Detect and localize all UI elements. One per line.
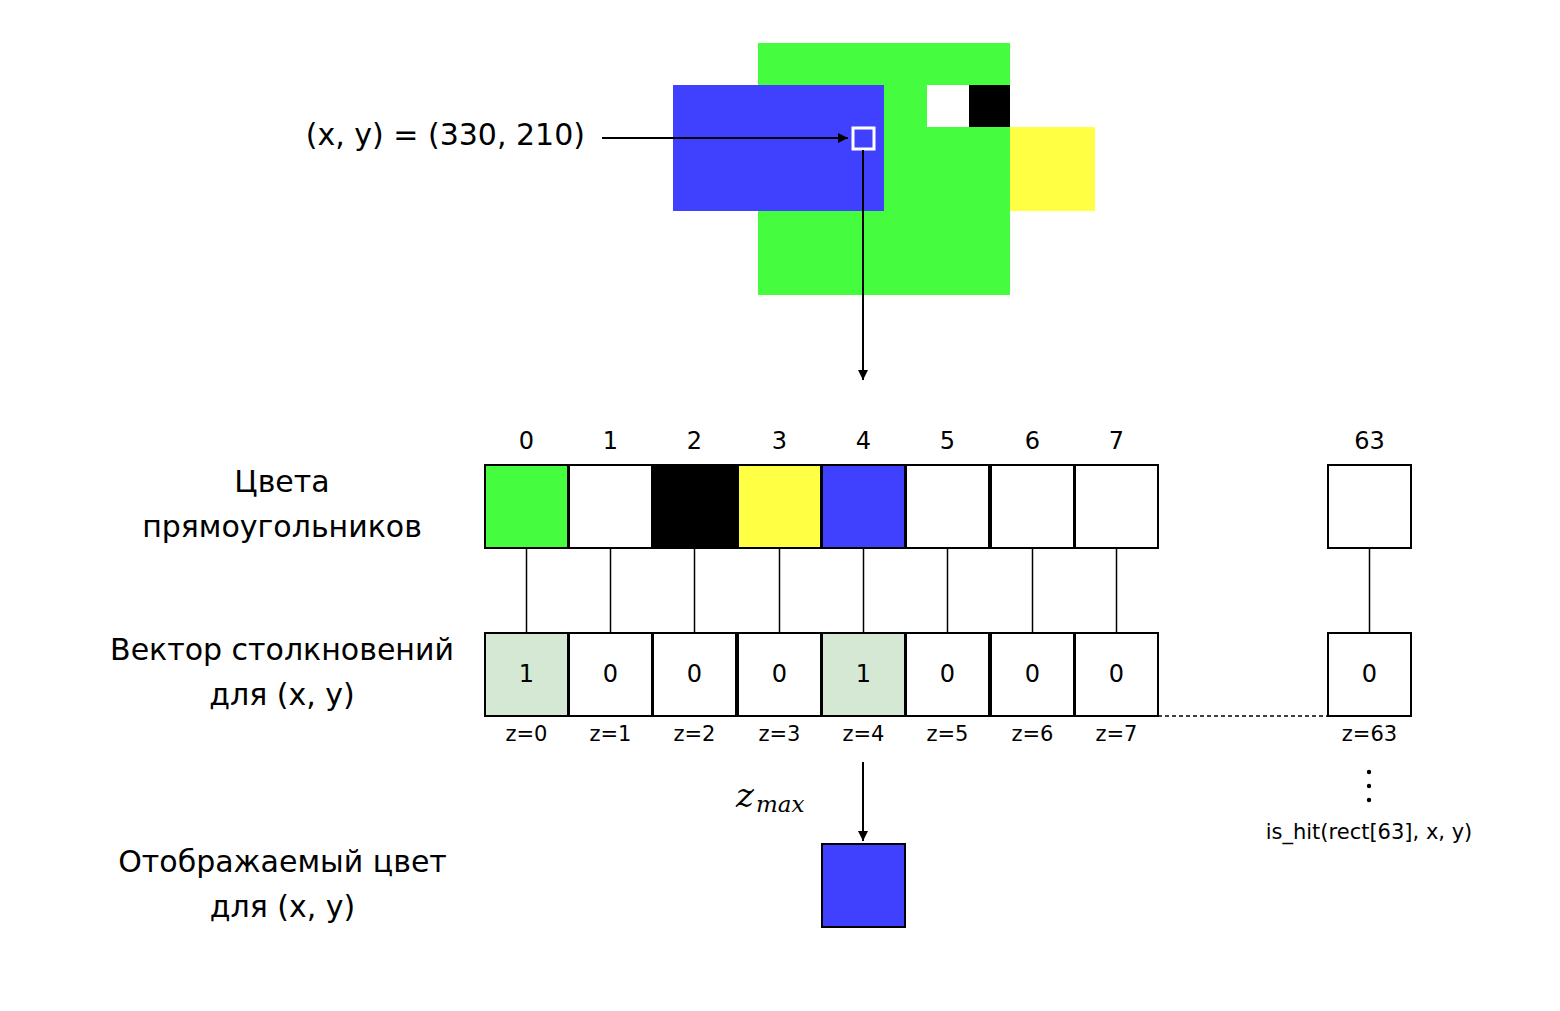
index-number: 7 (1046, 422, 1187, 460)
index-number: 4 (793, 422, 934, 460)
ellipsis-dot (1367, 770, 1371, 774)
color-cell: 4 (821, 464, 906, 549)
cell-link (947, 549, 949, 632)
hit-value: 0 (1046, 634, 1187, 715)
cell-link (779, 549, 781, 632)
hit-cell: 0z=63 (1327, 632, 1412, 717)
z-label: z=3 (709, 721, 850, 747)
row-label: Отображаемый цвет для (x, y) (100, 839, 465, 929)
z-label: z=5 (877, 721, 1018, 747)
ellipsis-line (1158, 715, 1327, 717)
hit-cell: 0z=5 (905, 632, 990, 717)
ellipsis-dot (1367, 798, 1371, 802)
hit-value: 0 (1299, 634, 1440, 715)
function-call: is_hit(rect[63], x, y) (1219, 818, 1519, 846)
index-number: 63 (1299, 422, 1440, 460)
ellipsis-dot (1367, 784, 1371, 788)
math-subscript: max (756, 790, 836, 818)
hit-cell: 0z=6 (990, 632, 1075, 717)
pointer-arrow (862, 150, 864, 380)
pixel-marker (853, 128, 874, 149)
color-cell: 7 (1074, 464, 1159, 549)
color-cell: 3 (737, 464, 822, 549)
hit-cell: 0z=3 (737, 632, 822, 717)
white-rect (927, 85, 969, 127)
hit-cell: 0z=2 (652, 632, 737, 717)
cell-link (610, 549, 612, 632)
cell-link (1116, 549, 1118, 632)
index-number: 0 (456, 422, 597, 460)
cell-link (863, 549, 865, 632)
color-cell: 1 (568, 464, 653, 549)
z-label: z=0 (456, 721, 597, 747)
z-label: z=6 (962, 721, 1103, 747)
index-number: 2 (624, 422, 765, 460)
z-label: z=1 (540, 721, 681, 747)
color-cell: 6 (990, 464, 1075, 549)
row-label: Цвета прямоугольников (117, 459, 447, 549)
hit-cell: 0z=7 (1074, 632, 1159, 717)
color-cell: 0 (484, 464, 569, 549)
blue-rect (673, 85, 884, 211)
row-label: Вектор столкновений для (x, y) (87, 627, 477, 717)
z-label: z=4 (793, 721, 934, 747)
cell-link (526, 549, 528, 632)
zmax-arrow (862, 762, 864, 841)
coord-label: (x, y) = (330, 210) (185, 115, 585, 155)
yellow-rect (1010, 127, 1095, 211)
cell-link (1032, 549, 1034, 632)
pointer-arrow (602, 137, 848, 139)
black-rect (969, 85, 1010, 127)
hit-cell: 0z=1 (568, 632, 653, 717)
z-label: z=63 (1299, 721, 1440, 747)
color-cell: 63 (1327, 464, 1412, 549)
hit-cell: 1z=0 (484, 632, 569, 717)
hit-cell: 1z=4 (821, 632, 906, 717)
result-color (822, 844, 905, 927)
color-cell: 2 (652, 464, 737, 549)
color-cell: 5 (905, 464, 990, 549)
cell-link (694, 549, 696, 632)
index-number: 6 (962, 422, 1103, 460)
index-number: 5 (877, 422, 1018, 460)
cell-link (1369, 549, 1371, 632)
z-label: z=2 (624, 721, 765, 747)
z-label: z=7 (1046, 721, 1187, 747)
index-number: 3 (709, 422, 850, 460)
index-number: 1 (540, 422, 681, 460)
